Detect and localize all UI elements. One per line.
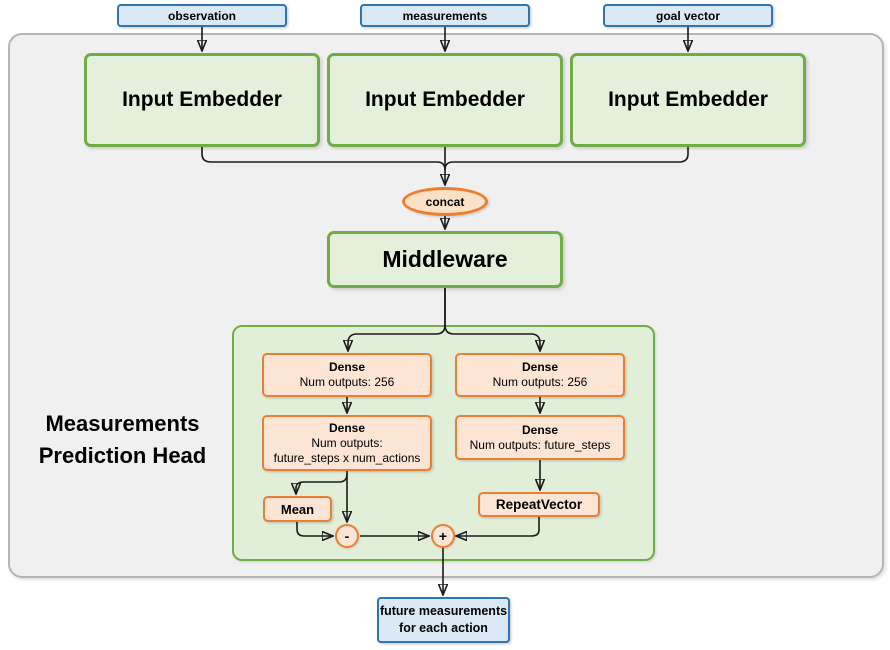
output-line1: future measurements <box>379 604 508 618</box>
dense-left-2: Dense Num outputs: future_steps x num_ac… <box>262 415 432 471</box>
input-box-observation-label: observation <box>167 8 236 23</box>
head-title-line1: Measurements <box>45 411 200 436</box>
input-embedder-3: Input Embedder <box>570 53 806 147</box>
concat-label: concat <box>425 194 465 209</box>
dense-left-1-subtitle: Num outputs: 256 <box>299 375 395 389</box>
repeat-vector-box: RepeatVector <box>478 492 600 517</box>
input-box-goal-vector: goal vector <box>603 4 773 27</box>
dense-right-1-subtitle: Num outputs: 256 <box>492 375 588 389</box>
mean-box: Mean <box>263 496 332 522</box>
dense-left-2-title: Dense <box>328 420 366 435</box>
mean-label: Mean <box>280 501 315 517</box>
repeat-vector-label: RepeatVector <box>495 497 583 512</box>
head-title-line2: Prediction Head <box>38 443 207 468</box>
concat-node: concat <box>402 187 488 216</box>
dense-left-2-subtitle1: Num outputs: <box>311 435 383 450</box>
input-box-measurements-label: measurements <box>402 8 488 23</box>
middleware-label: Middleware <box>382 246 508 272</box>
dense-left-1-title: Dense <box>328 360 366 374</box>
dense-right-2-subtitle: Num outputs: future_steps <box>469 437 611 452</box>
minus-label: - <box>344 528 350 544</box>
head-title: Measurements Prediction Head <box>15 408 230 472</box>
middleware-box: Middleware <box>327 231 563 288</box>
input-embedder-1: Input Embedder <box>84 53 320 147</box>
dense-left-1: Dense Num outputs: 256 <box>262 353 432 397</box>
input-box-goal-vector-label: goal vector <box>655 8 721 23</box>
dense-right-2: Dense Num outputs: future_steps <box>455 415 625 460</box>
minus-node: - <box>335 524 359 548</box>
dense-right-2-title: Dense <box>521 422 559 437</box>
input-box-observation: observation <box>117 4 287 27</box>
dense-right-1: Dense Num outputs: 256 <box>455 353 625 397</box>
dense-left-2-subtitle2: future_steps x num_actions <box>273 450 421 465</box>
output-line2: for each action <box>399 621 488 635</box>
input-embedder-2-label: Input Embedder <box>365 88 525 111</box>
input-embedder-1-label: Input Embedder <box>122 88 282 111</box>
input-embedder-3-label: Input Embedder <box>608 88 768 111</box>
input-box-measurements: measurements <box>360 4 530 27</box>
input-embedder-2: Input Embedder <box>327 53 563 147</box>
output-box: future measurements for each action <box>377 597 510 643</box>
plus-label: + <box>438 528 448 544</box>
dense-right-1-title: Dense <box>521 360 559 374</box>
plus-node: + <box>431 524 455 548</box>
